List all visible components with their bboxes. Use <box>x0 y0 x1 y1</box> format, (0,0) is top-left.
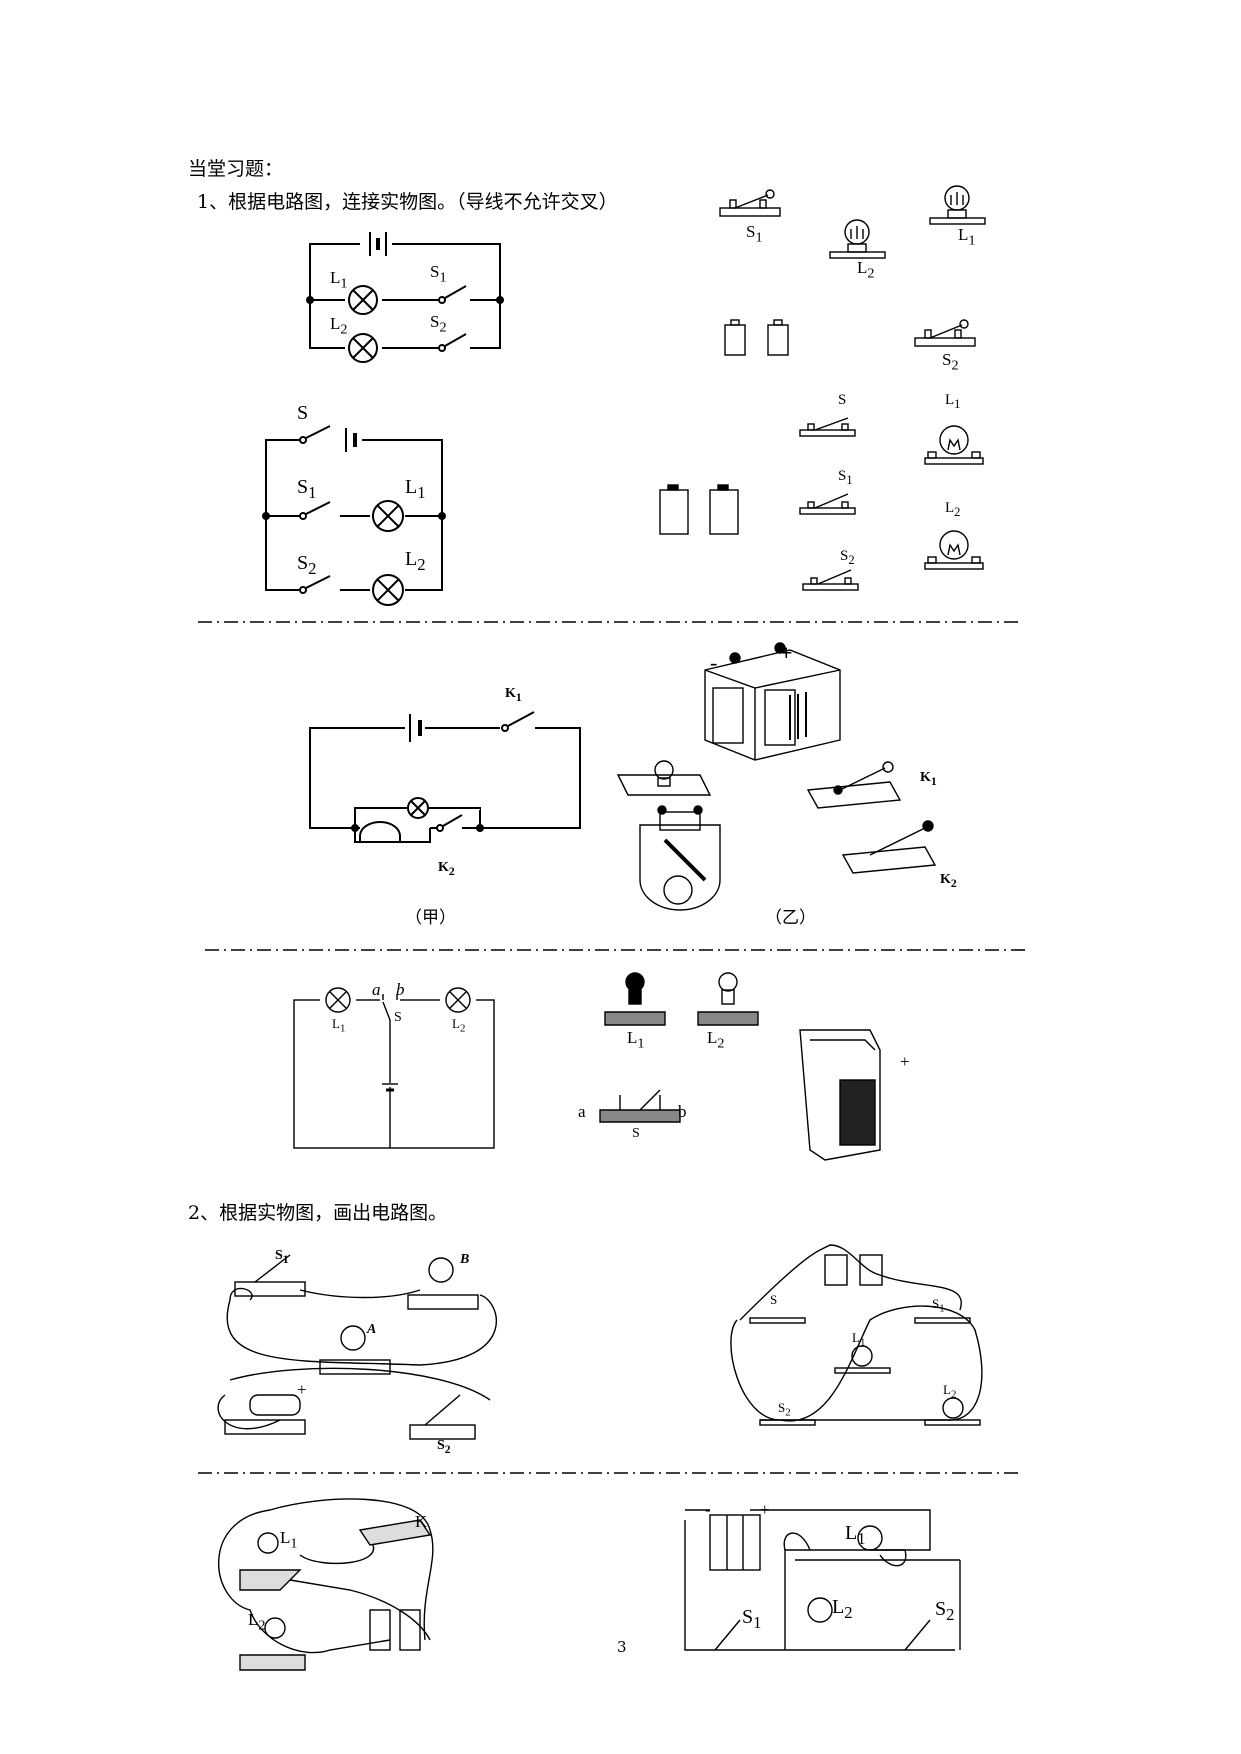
question-2: 2、根据实物图，画出电路图。 <box>188 1202 448 1224</box>
object-switch-s1 <box>719 189 781 217</box>
caption-jia: （甲） <box>405 908 456 928</box>
label-s2-q2a: S2 <box>437 1438 451 1456</box>
label-a-diag: a <box>372 980 381 999</box>
label-b-q2a: B <box>460 1252 470 1267</box>
label-s-q2b: S <box>770 1292 778 1307</box>
label-s1-obj: S1 <box>746 222 763 246</box>
label-l2-obj: L2 <box>857 258 875 282</box>
label-s1-q2b: S1 <box>932 1296 945 1315</box>
object-lamp-l1-b <box>924 425 984 465</box>
label-l1-q2c: L1 <box>280 1528 298 1552</box>
page-number: 3 <box>617 1638 627 1656</box>
label-l1-diag1: L1 <box>330 268 348 292</box>
object-accumulator <box>704 642 841 761</box>
label-k1-obj: K1 <box>920 770 937 788</box>
exercise-heading: 当堂习题： <box>188 158 284 180</box>
circuit-diagram-2 <box>262 425 446 606</box>
label-plus-acc: + <box>780 640 793 665</box>
label-l2-q2b: L2 <box>943 1382 957 1401</box>
object-lamp-l1-c <box>604 972 666 1026</box>
real-circuit-q2-c <box>218 1498 434 1671</box>
object-lamp-l2-c <box>697 972 759 1026</box>
label-s2-q2d: S2 <box>935 1598 955 1624</box>
label-s-diag4: S <box>394 1010 402 1025</box>
label-l1-q2b: L1 <box>852 1330 866 1349</box>
label-k-q2c: K <box>415 1512 428 1531</box>
object-switch-s2 <box>914 319 976 347</box>
label-l2-diag1: L2 <box>330 314 348 338</box>
label-l2-obj2: L2 <box>945 500 961 519</box>
label-a-q2a: A <box>367 1322 377 1337</box>
label-plus-q2a: + <box>297 1380 307 1399</box>
question-1: 1、根据电路图，连接实物图。（导线不允许交叉） <box>197 191 618 213</box>
label-plus-q2d: + <box>760 1500 770 1519</box>
label-minus-acc: - <box>710 650 718 675</box>
label-l2-obj4: L2 <box>707 1028 725 1052</box>
object-batteries-2 <box>659 484 739 535</box>
object-switch-s1-b <box>799 493 856 515</box>
label-l2-q2d: L2 <box>832 1596 853 1622</box>
label-l2-diag4: L2 <box>452 1016 466 1035</box>
label-s-obj2: S <box>838 392 847 408</box>
label-k2-diag: K2 <box>438 860 455 878</box>
object-switch-k1 <box>806 761 902 809</box>
real-circuit-q2-d <box>684 1509 961 1651</box>
label-l2-q2c: L2 <box>248 1610 266 1634</box>
label-s1-obj2: S1 <box>838 468 853 487</box>
label-s1-q2a: S1 <box>275 1248 289 1266</box>
label-l1-obj: L1 <box>958 225 976 249</box>
object-switch-s <box>799 417 856 437</box>
label-s2-diag2: S2 <box>297 552 317 578</box>
object-lamp-yi <box>616 760 712 796</box>
label-s2-diag1: S2 <box>430 312 447 336</box>
label-plus-box: + <box>900 1052 910 1071</box>
label-s1-q2d: S1 <box>742 1606 762 1632</box>
circuit-diagram-1 <box>306 232 504 363</box>
label-l1-obj2: L1 <box>945 392 961 411</box>
object-switch-k2 <box>841 820 937 874</box>
label-a-obj: a <box>578 1102 586 1121</box>
object-electric-bell <box>639 805 721 911</box>
label-minus-q2d: - <box>705 1500 711 1519</box>
label-s1-diag1: S1 <box>430 262 447 286</box>
label-s2-q2b: S2 <box>778 1400 791 1419</box>
label-s-obj4: S <box>632 1126 640 1141</box>
label-s1-diag2: S1 <box>297 476 317 502</box>
label-l2-diag2: L2 <box>405 548 426 574</box>
label-l1-q2d: L1 <box>845 1522 866 1548</box>
label-k2-obj: K2 <box>940 872 957 890</box>
label-s-diag2: S <box>297 402 309 424</box>
label-l1-obj4: L1 <box>627 1028 645 1052</box>
circuit-diagram-4 <box>293 987 495 1149</box>
label-b-diag: b <box>396 980 405 999</box>
object-switch-s2-b <box>802 569 859 591</box>
object-battery-box <box>799 1029 881 1161</box>
label-k1-diag: K1 <box>505 686 522 704</box>
circuit-diagram-jia <box>309 711 581 843</box>
label-l1-diag4: L1 <box>332 1016 346 1035</box>
object-switch-ab <box>599 1089 681 1123</box>
object-lamp-l2-b <box>924 530 984 570</box>
object-lamp-l2 <box>829 219 886 259</box>
label-s2-obj: S2 <box>942 350 959 374</box>
label-b-obj: b <box>678 1102 687 1121</box>
object-batteries-1 <box>724 319 789 356</box>
label-s2-obj2: S2 <box>840 548 855 567</box>
object-lamp-l1 <box>929 185 986 225</box>
real-circuit-q2-b <box>730 1244 983 1426</box>
real-circuit-q2-a <box>217 1254 497 1440</box>
label-l1-diag2: L1 <box>405 476 426 502</box>
caption-yi: （乙） <box>765 908 816 928</box>
